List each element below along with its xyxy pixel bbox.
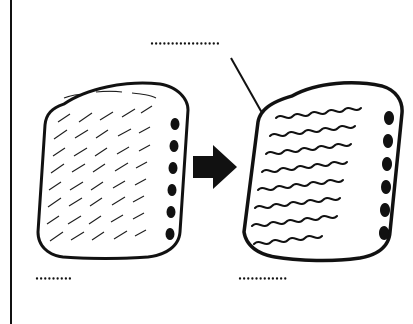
wavy-pad-icon	[242, 81, 404, 263]
callout-label: ꞏꞏꞏꞏꞏꞏꞏꞏꞏꞏꞏꞏꞏꞏꞏꞏꞏ	[150, 37, 220, 52]
right-arrow-icon	[193, 145, 237, 189]
right-item-caption: ꞏꞏꞏꞏꞏꞏꞏꞏꞏꞏꞏꞏ	[238, 272, 288, 287]
textured-pad-icon	[36, 81, 190, 260]
left-item-caption: ꞏꞏꞏꞏꞏꞏꞏꞏꞏ	[35, 272, 73, 287]
left-border-line	[10, 0, 12, 324]
